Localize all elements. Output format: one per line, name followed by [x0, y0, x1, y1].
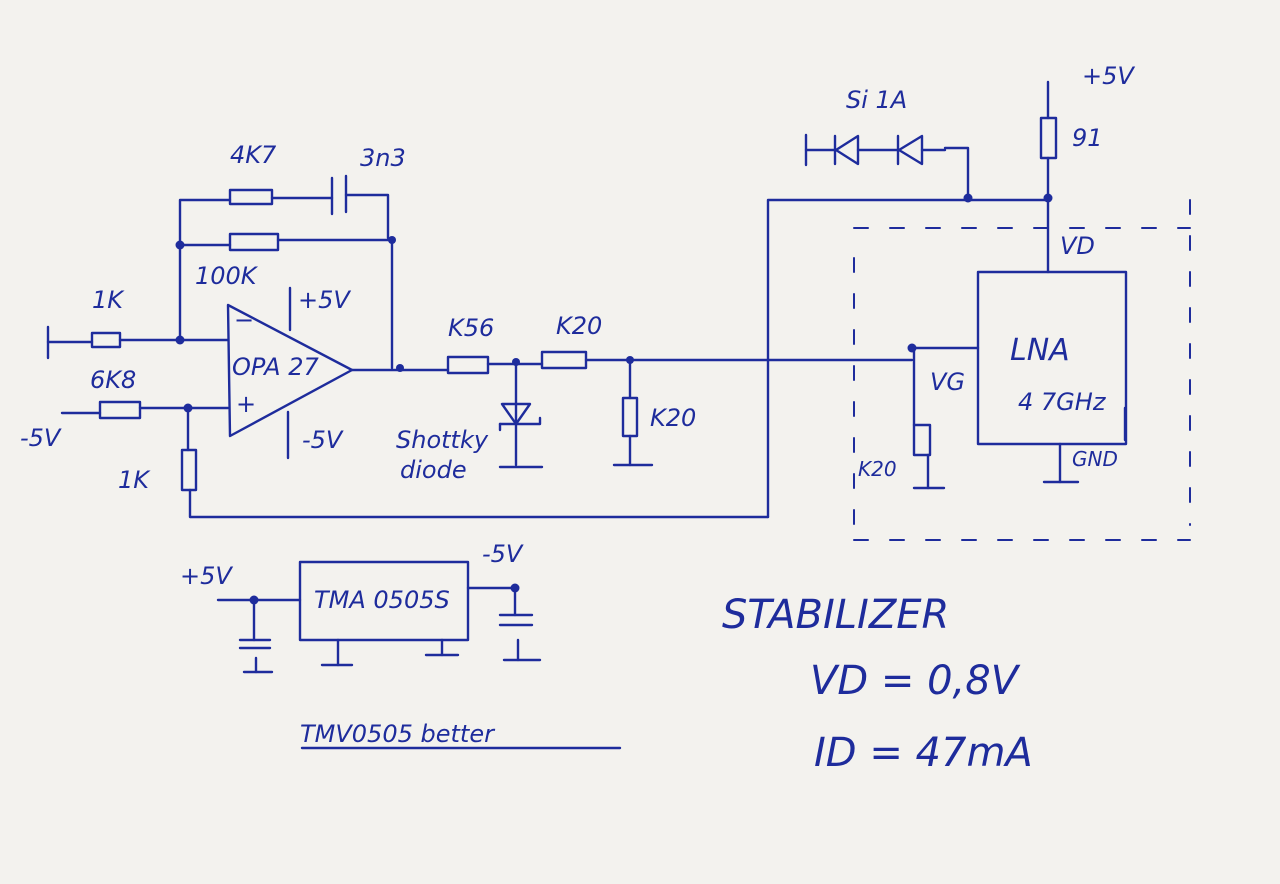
- label-opamp-pos-supply: +5V: [298, 286, 351, 314]
- label-note: TMV0505 better: [300, 720, 496, 748]
- label-opamp-minus: −: [234, 306, 254, 334]
- stabilizer-vd-eq: VD = 0,8V: [810, 658, 1021, 704]
- stabilizer-boundary: [853, 199, 1191, 541]
- label-conv-name: TMA 0505S: [314, 586, 450, 614]
- opamp-triangle: [226, 303, 354, 438]
- resistor-1k-bottom: [180, 448, 198, 492]
- label-schottky-1: Shottky: [396, 426, 489, 454]
- label-schottky-2: diode: [400, 456, 467, 484]
- resistor-6k8: [98, 400, 142, 420]
- label-k20-shunt: K20: [650, 404, 696, 432]
- label-k20-gate: K20: [858, 457, 897, 481]
- label-opamp-name: OPA 27: [232, 353, 319, 381]
- label-si-diodes: Si 1A: [846, 86, 907, 114]
- resistor-k20-gate: [912, 423, 932, 457]
- capacitor-3n3: [330, 174, 348, 216]
- resistor-k20-shunt: [621, 396, 639, 438]
- lna-box: [976, 270, 1128, 446]
- resistor-100k: [228, 232, 280, 252]
- label-lna-freq: 4 7GHz: [1018, 388, 1107, 416]
- label-4k7: 4K7: [230, 141, 277, 169]
- label-opamp-plus: +: [236, 390, 256, 418]
- label-100k: 100K: [195, 262, 259, 290]
- label-6k8: 6K8: [90, 366, 136, 394]
- output-decoupling-cap: [498, 613, 534, 627]
- label-r91: 91: [1072, 124, 1103, 152]
- label-neg5v-left: -5V: [20, 424, 62, 452]
- resistor-1k-input: [90, 331, 122, 349]
- resistor-91: [1039, 116, 1058, 160]
- label-vg: VG: [930, 368, 965, 396]
- input-decoupling-cap: [238, 638, 272, 650]
- resistor-4k7: [228, 188, 274, 206]
- label-k56: K56: [448, 314, 494, 342]
- stabilizer-id-eq: ID = 47mA: [814, 730, 1033, 776]
- wires: [46, 80, 1127, 674]
- resistor-k20-series: [540, 350, 588, 370]
- label-3n3: 3n3: [360, 144, 406, 172]
- label-conv-out-v: -5V: [482, 540, 524, 568]
- si-diodes: [804, 133, 947, 167]
- stabilizer-title: STABILIZER: [722, 592, 949, 638]
- label-supply-5v: +5V: [1082, 62, 1135, 90]
- label-k20-series: K20: [556, 312, 602, 340]
- label-lna-name: LNA: [1010, 333, 1070, 368]
- label-opamp-neg-supply: -5V: [302, 426, 344, 454]
- schottky-diode: [498, 402, 542, 432]
- label-gnd: GND: [1072, 447, 1118, 471]
- resistor-k56: [446, 355, 490, 375]
- label-1k-bottom: 1K: [118, 466, 151, 494]
- junction-dots: [175, 193, 1053, 605]
- dcdc-converter-box: [298, 560, 470, 642]
- label-1k-input: 1K: [92, 286, 125, 314]
- label-conv-in-v: +5V: [180, 562, 233, 590]
- label-vd: VD: [1060, 232, 1095, 260]
